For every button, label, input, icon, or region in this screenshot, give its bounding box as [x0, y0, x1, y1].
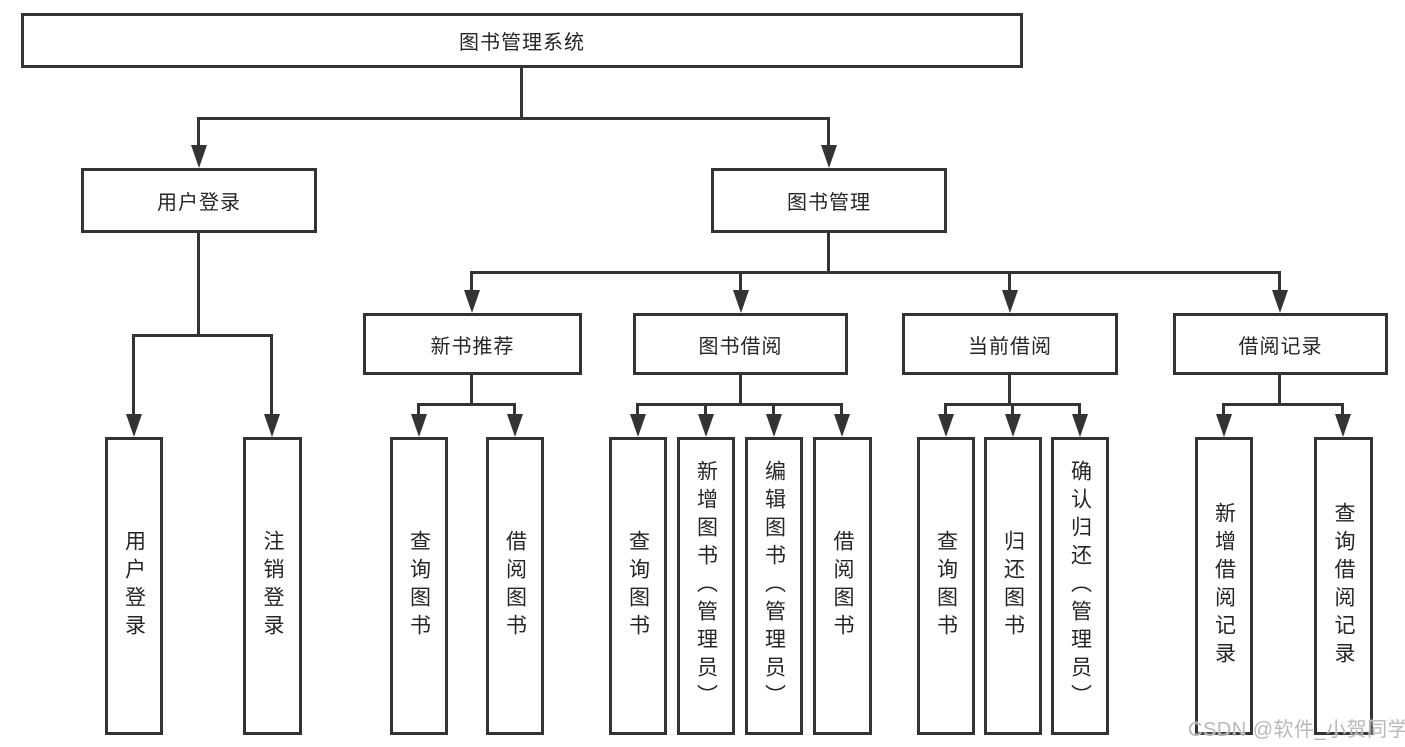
arrow-down-icon — [1002, 290, 1018, 313]
connector-line — [270, 335, 273, 418]
connector-line — [132, 335, 135, 418]
arrow-down-icon — [1216, 414, 1232, 437]
leaf-query-books-2: 查询图书 — [609, 437, 667, 735]
arrow-down-icon — [1335, 414, 1351, 437]
arrow-down-icon — [938, 414, 954, 437]
node-label: 用户登录 — [157, 192, 241, 214]
arrow-down-icon — [126, 414, 142, 437]
connector-line — [739, 375, 742, 406]
connector-line — [1008, 375, 1011, 406]
arrow-down-icon — [507, 414, 523, 437]
node-label: 确认归还（管理员） — [1068, 460, 1092, 712]
node-borrowing-records: 借阅记录 — [1173, 313, 1388, 375]
node-label: 用户登录 — [122, 530, 146, 642]
arrow-down-icon — [821, 145, 837, 168]
leaf-borrow-books-2: 借阅图书 — [813, 437, 872, 735]
connector-line — [520, 68, 523, 120]
connector-line — [417, 403, 516, 406]
connector-line — [1011, 404, 1014, 418]
node-label: 查询图书 — [407, 530, 431, 642]
leaf-borrow-books-1: 借阅图书 — [486, 437, 544, 735]
node-book-borrowing: 图书借阅 — [633, 313, 848, 375]
arrow-down-icon — [834, 414, 850, 437]
node-label: 借阅图书 — [503, 530, 527, 642]
node-label: 注销登录 — [261, 530, 284, 642]
connector-line — [704, 404, 707, 418]
connector-line — [944, 403, 1081, 406]
node-book-management: 图书管理 — [711, 168, 947, 233]
connector-line — [739, 272, 742, 293]
arrow-down-icon — [766, 414, 782, 437]
node-label: 图书管理系统 — [459, 32, 585, 54]
connector-line — [1278, 272, 1281, 293]
arrow-down-icon — [630, 414, 646, 437]
connector-line — [1222, 404, 1225, 418]
connector-line — [636, 404, 639, 418]
node-label: 新增借阅记录 — [1212, 502, 1236, 670]
node-current-borrowing: 当前借阅 — [902, 313, 1118, 375]
csdn-watermark: CSDN @软件_小贺同学 — [1188, 719, 1405, 741]
arrow-down-icon — [464, 290, 480, 313]
node-label: 编辑图书（管理员） — [762, 460, 786, 712]
connector-line — [1008, 272, 1011, 293]
leaf-edit-book-admin: 编辑图书（管理员） — [745, 437, 803, 735]
arrow-down-icon — [411, 414, 427, 437]
connector-line — [827, 233, 830, 274]
connector-line — [944, 404, 947, 418]
connector-line — [197, 117, 830, 120]
node-label: 新增图书（管理员） — [694, 460, 718, 712]
connector-line — [470, 375, 473, 406]
connector-line — [470, 272, 473, 293]
leaf-query-books-3: 查询图书 — [917, 437, 975, 735]
node-label: 归还图书 — [1001, 530, 1025, 642]
arrow-down-icon — [1005, 414, 1021, 437]
connector-line — [1278, 375, 1281, 406]
arrow-down-icon — [191, 145, 207, 168]
leaf-confirm-return-admin: 确认归还（管理员） — [1051, 437, 1109, 735]
node-new-book-recommend: 新书推荐 — [363, 313, 582, 375]
leaf-query-borrow-record: 查询借阅记录 — [1314, 437, 1373, 735]
node-label: 查询图书 — [626, 530, 650, 642]
node-label: 借阅记录 — [1238, 335, 1323, 358]
connector-line — [1341, 404, 1344, 418]
connector-line — [1078, 404, 1081, 418]
connector-line — [197, 118, 200, 148]
node-label: 查询图书 — [934, 530, 958, 642]
leaf-query-books-1: 查询图书 — [390, 437, 448, 735]
arrow-down-icon — [1272, 290, 1288, 313]
leaf-add-borrow-record: 新增借阅记录 — [1195, 437, 1253, 735]
connector-line — [513, 404, 516, 418]
leaf-user-login: 用户登录 — [105, 437, 163, 735]
connector-line — [417, 404, 420, 418]
node-label: 借阅图书 — [831, 530, 854, 642]
node-label: 新书推荐 — [430, 335, 515, 358]
arrow-down-icon — [264, 414, 280, 437]
node-label: 图书管理 — [787, 192, 871, 214]
connector-line — [636, 403, 843, 406]
node-label: 图书借阅 — [698, 335, 783, 358]
connector-line — [772, 404, 775, 418]
connector-line — [197, 233, 200, 337]
node-root-library-management-system: 图书管理系统 — [21, 13, 1023, 68]
connector-line — [470, 271, 1281, 274]
leaf-return-books: 归还图书 — [984, 437, 1042, 735]
connector-line — [827, 118, 830, 148]
connector-line — [840, 404, 843, 418]
node-label: 当前借阅 — [968, 335, 1052, 358]
connector-line — [1222, 403, 1344, 406]
arrow-down-icon — [1072, 414, 1088, 437]
node-label: 查询借阅记录 — [1332, 502, 1355, 670]
leaf-logout: 注销登录 — [243, 437, 302, 735]
arrow-down-icon — [698, 414, 714, 437]
arrow-down-icon — [733, 290, 749, 313]
connector-line — [132, 334, 273, 337]
leaf-add-book-admin: 新增图书（管理员） — [677, 437, 735, 735]
node-user-login: 用户登录 — [81, 168, 317, 233]
